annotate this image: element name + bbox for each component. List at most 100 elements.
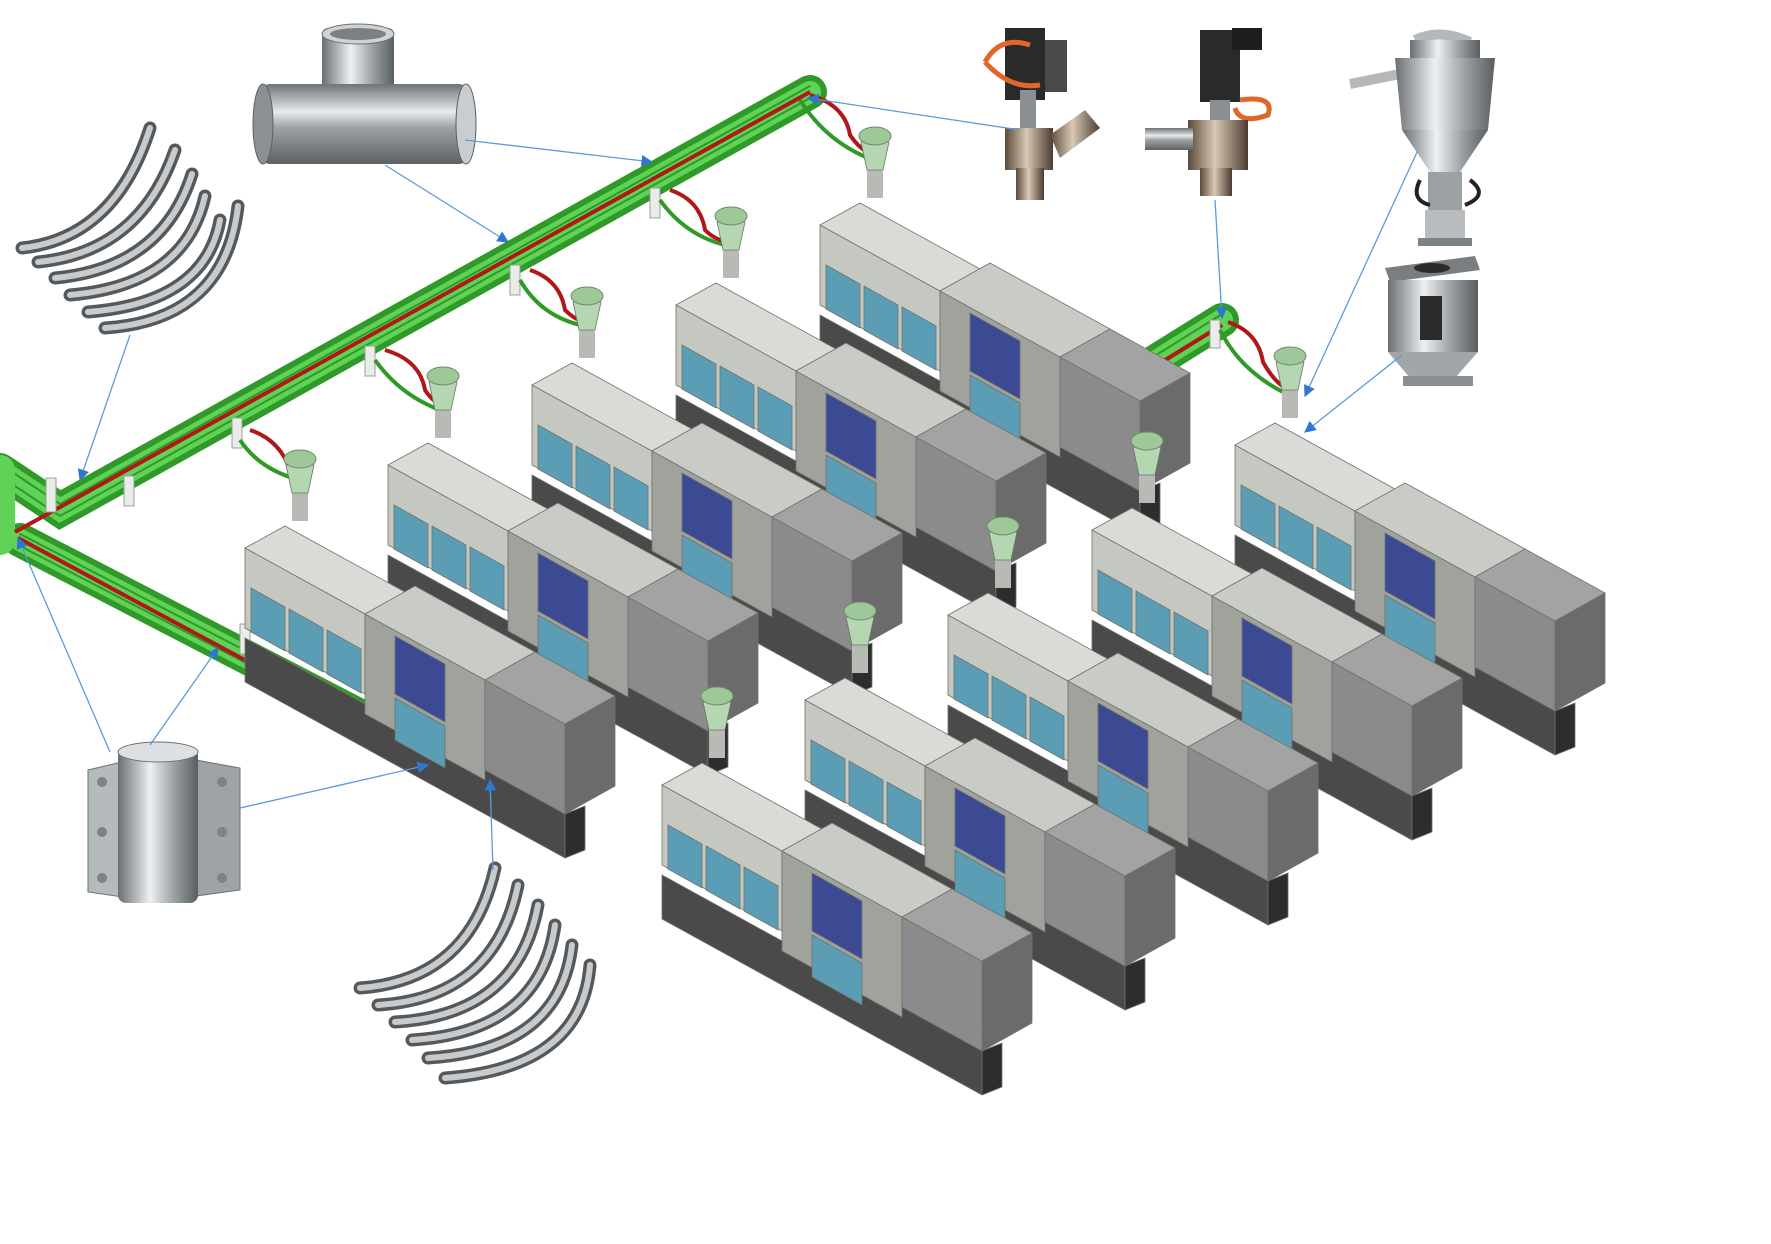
hopper-stand bbox=[867, 170, 883, 198]
material-valve-angled bbox=[982, 28, 1100, 200]
valve-icon bbox=[1145, 28, 1272, 196]
hopper-lid bbox=[843, 601, 877, 621]
hopper-stand bbox=[435, 410, 451, 438]
door-panel bbox=[1097, 569, 1133, 634]
control-screen bbox=[811, 872, 863, 960]
control-screen bbox=[1241, 617, 1293, 705]
callout-clamp-2 bbox=[149, 647, 219, 746]
hopper-receiver bbox=[285, 464, 315, 494]
hopper-receiver-icon bbox=[1349, 29, 1495, 246]
door-panel bbox=[681, 344, 717, 409]
door-panel bbox=[469, 546, 505, 611]
hopper-stand bbox=[579, 330, 595, 358]
machine-base-side bbox=[1411, 787, 1433, 841]
motor-housing-side bbox=[981, 932, 1033, 1052]
callout-hopper bbox=[1304, 354, 1403, 433]
door-panel bbox=[1316, 526, 1352, 591]
pipe-elbows-bottom bbox=[353, 861, 597, 1085]
hopper-lid bbox=[858, 126, 892, 146]
machine-base-side bbox=[1267, 872, 1289, 926]
machine-base-side bbox=[981, 1042, 1003, 1096]
hopper-stand bbox=[723, 250, 739, 278]
door-panel bbox=[705, 845, 741, 910]
callout-elbow-bottom bbox=[484, 778, 497, 871]
machine-base-side bbox=[1124, 957, 1146, 1011]
machine-base-side bbox=[1554, 702, 1576, 756]
feed-hopper-box bbox=[1385, 256, 1480, 386]
injection-machines bbox=[244, 126, 1606, 1096]
door-panel bbox=[757, 386, 793, 451]
hopper-lid bbox=[426, 366, 460, 386]
door-panel bbox=[848, 760, 884, 825]
hopper-lid bbox=[1130, 431, 1164, 451]
injection-machine bbox=[1091, 431, 1463, 841]
control-screen bbox=[969, 312, 1021, 400]
pipe-elbow-icon bbox=[353, 861, 597, 1085]
door-panel bbox=[825, 264, 861, 329]
control-screen bbox=[681, 472, 733, 560]
hopper-lid bbox=[986, 516, 1020, 536]
control-screen bbox=[394, 635, 446, 723]
injection-machine bbox=[1234, 346, 1606, 756]
motor-housing-side bbox=[1124, 847, 1176, 967]
hopper-stand bbox=[995, 560, 1011, 588]
door-panel bbox=[575, 445, 611, 510]
control-screen bbox=[537, 552, 589, 640]
hopper-stand bbox=[709, 730, 725, 758]
door-panel bbox=[288, 608, 324, 673]
door-panel bbox=[393, 504, 429, 569]
door-panel bbox=[719, 365, 755, 430]
motor-housing-side bbox=[564, 695, 616, 815]
motor-housing-side bbox=[1411, 677, 1463, 797]
door-panel bbox=[667, 824, 703, 889]
hopper-box-icon bbox=[1385, 256, 1480, 386]
pipe-clamp-icon bbox=[87, 741, 241, 903]
hopper-lid bbox=[570, 286, 604, 306]
hopper-lid bbox=[1273, 346, 1307, 366]
hopper-lid bbox=[283, 449, 317, 469]
control-screen bbox=[825, 392, 877, 480]
callout-arrows bbox=[16, 93, 1419, 871]
injection-machine bbox=[531, 286, 903, 696]
door-panel bbox=[1240, 484, 1276, 549]
callout-valve-angled bbox=[806, 93, 1021, 131]
door-panel bbox=[991, 675, 1027, 740]
control-screen bbox=[1097, 702, 1149, 790]
pipe-elbow-icon bbox=[15, 121, 245, 335]
door-panel bbox=[901, 306, 937, 371]
door-panel bbox=[953, 654, 989, 719]
tee-joint-icon bbox=[252, 23, 477, 165]
valve-icon bbox=[982, 28, 1100, 200]
door-panel bbox=[613, 466, 649, 531]
door-panel bbox=[863, 285, 899, 350]
callout-receiver bbox=[1304, 149, 1419, 398]
vacuum-hopper-receiver bbox=[1349, 29, 1495, 246]
callout-elbow-top bbox=[77, 334, 131, 482]
motor-housing-side bbox=[1267, 762, 1319, 882]
hopper-stand bbox=[1139, 475, 1155, 503]
door-panel bbox=[431, 525, 467, 590]
control-screen bbox=[1384, 532, 1436, 620]
door-panel bbox=[537, 424, 573, 489]
callout-clamp-1 bbox=[16, 536, 111, 753]
door-panel bbox=[1029, 696, 1065, 761]
callout-tee-2 bbox=[384, 164, 509, 243]
injection-machine bbox=[387, 366, 759, 776]
injection-machine bbox=[661, 686, 1033, 1096]
door-panel bbox=[1135, 590, 1171, 655]
door-panel bbox=[250, 587, 286, 652]
hopper-stand bbox=[852, 645, 868, 673]
door-panel bbox=[394, 697, 446, 769]
door-panel bbox=[810, 739, 846, 804]
door-panel bbox=[1173, 611, 1209, 676]
material-valve-straight bbox=[1145, 28, 1272, 196]
callout-clamp-3 bbox=[239, 761, 430, 809]
hopper-stand bbox=[1282, 390, 1298, 418]
hopper-stand bbox=[292, 493, 308, 521]
injection-machine bbox=[947, 516, 1319, 926]
door-panel bbox=[811, 934, 863, 1006]
door-panel bbox=[1278, 505, 1314, 570]
control-screen bbox=[954, 787, 1006, 875]
door-panel bbox=[886, 781, 922, 846]
